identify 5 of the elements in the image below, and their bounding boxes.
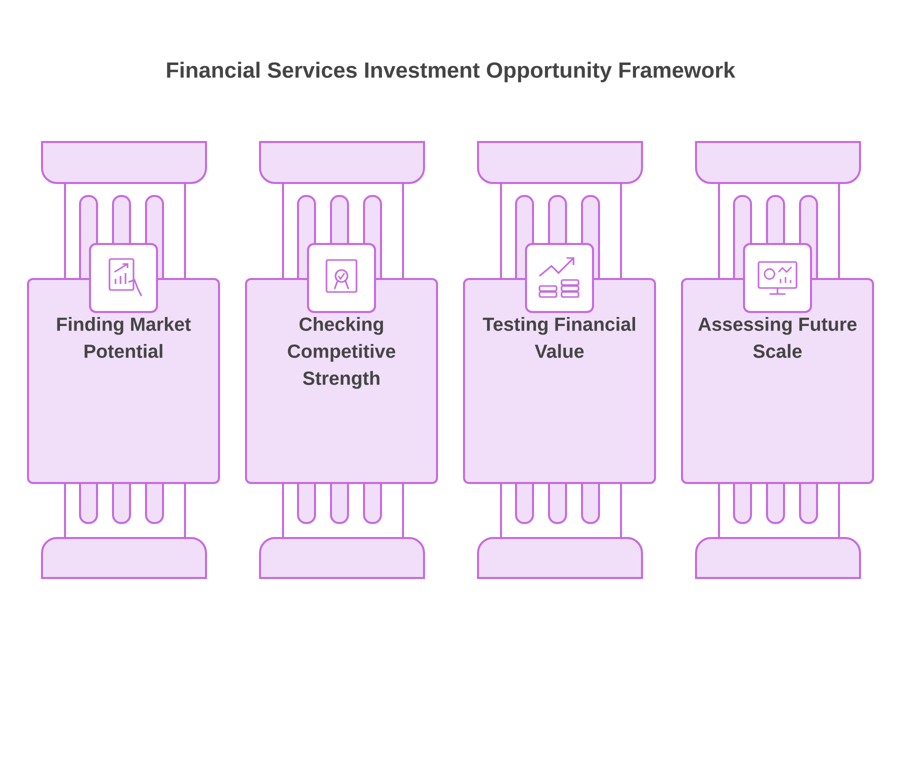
pillar-box: Testing Financial Value	[463, 278, 656, 484]
pillar-box: Finding Market Potential	[27, 278, 220, 484]
pillar-box: Checking Competitive Strength	[245, 278, 438, 484]
title: Financial Services Investment Opportunity Framework	[167, 62, 736, 82]
pillar-box: Assessing Future Scale	[681, 278, 874, 484]
